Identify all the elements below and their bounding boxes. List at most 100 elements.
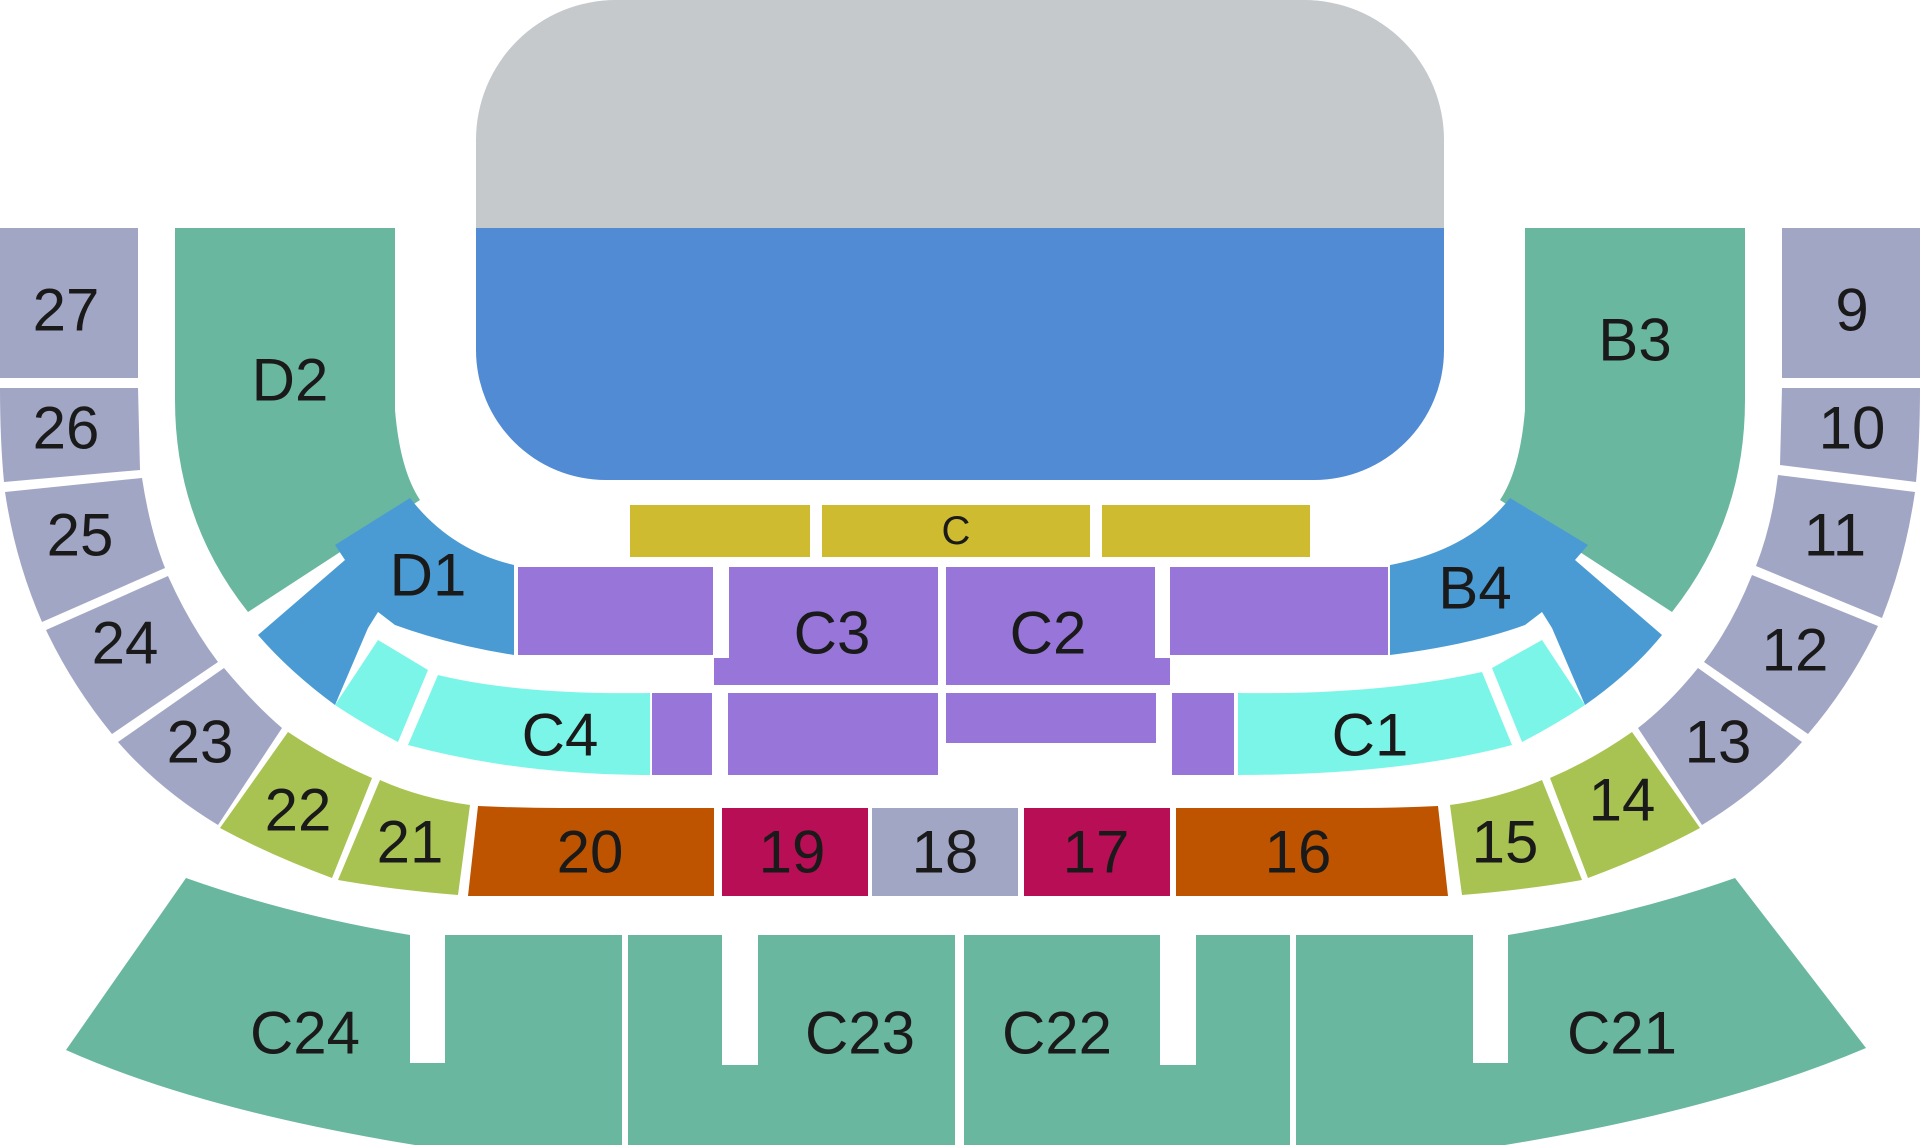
section-c4-main: [408, 675, 650, 775]
section-14[interactable]: 14: [1550, 732, 1700, 878]
section-c1[interactable]: C1: [1238, 640, 1585, 775]
section-21[interactable]: 21: [338, 780, 470, 895]
section-18-label: 18: [912, 819, 979, 886]
section-27-label: 27: [33, 277, 100, 344]
section-c3-lower-left: [652, 693, 712, 775]
section-27-shape: [0, 228, 138, 378]
section-c21-shape: [1296, 878, 1866, 1145]
section-18-shape: [872, 808, 1018, 896]
section-c24[interactable]: C24: [66, 878, 622, 1145]
section-24-label: 24: [92, 610, 159, 677]
section-c21[interactable]: C21: [1296, 878, 1866, 1145]
section-d2-label: D2: [252, 347, 329, 414]
section-10[interactable]: 10: [1780, 388, 1920, 482]
section-10-label: 10: [1819, 395, 1886, 462]
section-c22-label: C22: [1002, 1000, 1112, 1067]
section-27[interactable]: 27: [0, 228, 138, 378]
section-12-shape: [1704, 575, 1878, 734]
section-23-label: 23: [167, 709, 234, 776]
section-c-center: [822, 505, 1090, 557]
section-23[interactable]: 23: [118, 668, 282, 825]
section-22-label: 22: [265, 777, 332, 844]
section-14-label: 14: [1589, 767, 1656, 834]
section-26-label: 26: [33, 395, 100, 462]
section-d1[interactable]: D1: [258, 498, 514, 705]
section-21-shape: [338, 780, 470, 895]
section-c3[interactable]: C3: [518, 567, 938, 775]
section-26[interactable]: 26: [0, 388, 140, 482]
section-b3[interactable]: B3: [1500, 228, 1745, 612]
section-25[interactable]: 25: [5, 478, 165, 622]
section-13[interactable]: 13: [1638, 668, 1802, 825]
section-c24-label: C24: [250, 1000, 360, 1067]
section-19[interactable]: 19: [722, 808, 868, 896]
section-c2[interactable]: C2: [946, 567, 1388, 775]
section-17-label: 17: [1063, 819, 1130, 886]
section-c-left: [630, 505, 810, 557]
section-12-label: 12: [1762, 617, 1829, 684]
section-15-label: 15: [1472, 809, 1539, 876]
section-c23[interactable]: C23: [628, 935, 955, 1145]
section-c2-right-wing: [1170, 567, 1388, 655]
section-c2-lower-center: [946, 693, 1156, 743]
section-c2-label: C2: [1010, 600, 1087, 667]
section-c23-label: C23: [805, 1000, 915, 1067]
section-20-label: 20: [557, 819, 624, 886]
section-16-label: 16: [1265, 819, 1332, 886]
section-c1-main: [1238, 672, 1512, 775]
section-c2-center: [946, 567, 1170, 685]
section-d2[interactable]: D2: [175, 228, 420, 612]
section-22-shape: [220, 732, 372, 878]
section-c[interactable]: C: [630, 505, 1310, 557]
section-21-label: 21: [377, 809, 444, 876]
section-15-shape: [1450, 780, 1582, 895]
section-26-shape: [0, 388, 140, 482]
section-c22[interactable]: C22: [964, 935, 1290, 1145]
section-25-label: 25: [47, 502, 114, 569]
section-c22-shape: [964, 935, 1290, 1145]
section-13-label: 13: [1685, 709, 1752, 776]
section-20-shape: [468, 806, 714, 896]
stage-floor[interactable]: [476, 228, 1444, 480]
section-d2-shape: [175, 228, 420, 612]
section-24[interactable]: 24: [46, 576, 218, 734]
section-d1-label: D1: [390, 542, 467, 609]
section-b4-shape: [1390, 498, 1662, 705]
section-c4-wedge: [335, 640, 428, 742]
section-c-right: [1102, 505, 1310, 557]
section-b4[interactable]: B4: [1390, 498, 1662, 705]
section-17[interactable]: 17: [1024, 808, 1170, 896]
section-c4[interactable]: C4: [335, 640, 650, 775]
section-c21-label: C21: [1567, 1000, 1677, 1067]
stage: [476, 0, 1444, 480]
section-23-shape: [118, 668, 282, 825]
section-9-shape: [1782, 228, 1920, 378]
section-9[interactable]: 9: [1782, 228, 1920, 378]
section-c23-shape: [628, 935, 955, 1145]
section-19-label: 19: [759, 819, 826, 886]
section-12[interactable]: 12: [1704, 575, 1878, 734]
stage-back: [476, 0, 1444, 228]
section-c24-shape: [66, 878, 622, 1145]
section-13-shape: [1638, 668, 1802, 825]
section-15[interactable]: 15: [1450, 780, 1582, 895]
section-11[interactable]: 11: [1756, 475, 1915, 618]
section-c3-center: [714, 567, 938, 685]
section-22[interactable]: 22: [220, 732, 372, 878]
section-c3-left-wing: [518, 567, 713, 655]
section-19-shape: [722, 808, 868, 896]
section-9-label: 9: [1835, 277, 1868, 344]
section-b4-label: B4: [1438, 555, 1511, 622]
section-20[interactable]: 20: [468, 806, 714, 896]
section-14-shape: [1550, 732, 1700, 878]
section-c1-label: C1: [1332, 702, 1409, 769]
section-18[interactable]: 18: [872, 808, 1018, 896]
section-c3-label: C3: [794, 600, 871, 667]
section-16[interactable]: 16: [1176, 806, 1448, 896]
section-11-shape: [1756, 475, 1915, 618]
section-24-shape: [46, 576, 218, 734]
section-c-label: C: [942, 509, 971, 553]
section-c4-label: C4: [522, 702, 599, 769]
section-10-shape: [1780, 388, 1920, 482]
